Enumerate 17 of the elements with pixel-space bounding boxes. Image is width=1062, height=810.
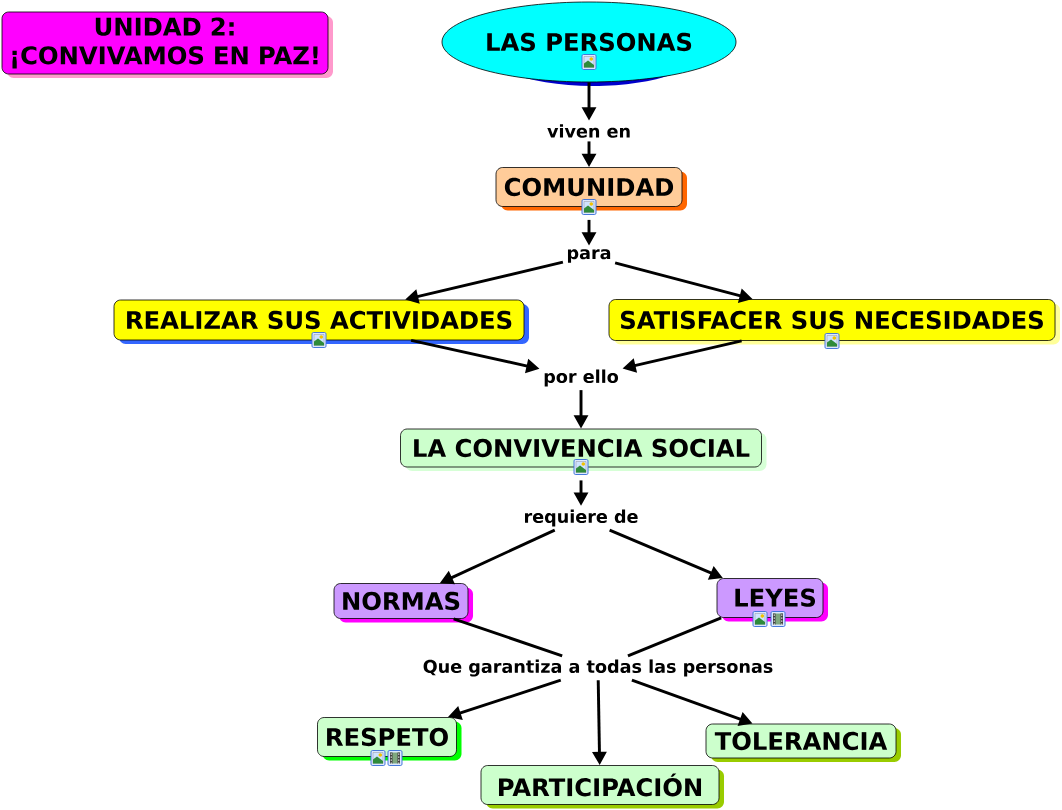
title-box: UNIDAD 2: ¡CONVIVAMOS EN PAZ! — [1, 11, 333, 78]
linking-phrase: Que garantiza a todas las personas — [423, 659, 773, 677]
connector-line — [627, 616, 722, 658]
concept-box: LA CONVIVENCIA SOCIAL — [400, 428, 767, 471]
connector-line — [453, 617, 563, 658]
concept-box: NORMAS — [333, 583, 473, 623]
linking-phrase: por ello — [544, 369, 619, 387]
linking-phrase: viven en — [547, 124, 630, 138]
concept-box: SATISFACER SUS NECESIDADES — [608, 299, 1060, 345]
concept-box: LEYES — [716, 578, 828, 622]
concept-box: COMUNIDAD — [495, 167, 687, 211]
concept-box: TOLERANCIA — [705, 723, 901, 762]
concept-box: PARTICIPACIÓN — [480, 765, 724, 809]
concept-box: RESPETO — [317, 717, 462, 761]
linking-phrase: requiere de — [525, 509, 638, 527]
concept-box: REALIZAR SUS ACTIVIDADES — [113, 299, 529, 344]
linking-phrase: para — [568, 249, 611, 263]
